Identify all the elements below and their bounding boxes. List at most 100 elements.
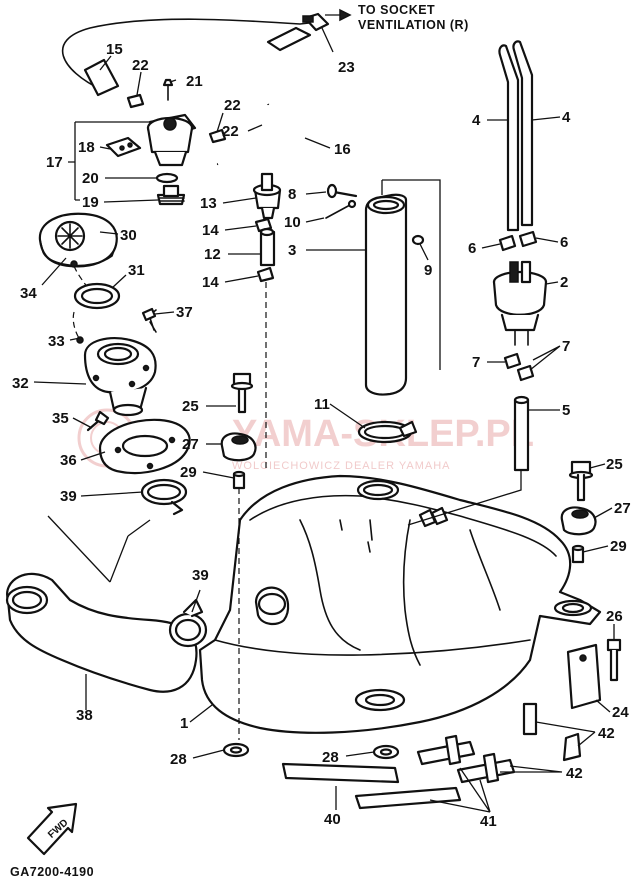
callout-15: 15 [106,41,123,58]
callout-32: 32 [12,375,29,392]
clamps-6 [498,230,538,252]
screw-37 [141,307,157,333]
callout-18: 18 [78,139,95,156]
bracket-24 [566,643,602,710]
neck-gasket-36 [98,418,191,475]
cap-gasket-31 [73,282,121,310]
breather-hose-16 [216,84,318,168]
callout-22c: 22 [222,123,239,140]
callout-9: 9 [424,262,432,279]
callout-40: 40 [324,811,341,828]
callout-27a: 27 [182,436,199,453]
callout-13: 13 [200,195,217,212]
bolt-26 [606,638,622,682]
bolt-25-right [568,460,594,502]
hose-clamp-39-lower [168,598,208,648]
callout-34: 34 [20,285,37,302]
callout-22a: 22 [132,57,149,74]
callout-labels: 15 22 21 23 22 22 16 18 17 20 19 13 8 10… [12,41,631,830]
callout-17: 17 [46,154,63,171]
collar-29-left [232,470,246,740]
note-line-2: VENTILATION (R) [358,18,469,32]
damper-27-right [560,506,597,536]
breather-valve-assembly-17 [105,113,197,206]
callout-39a: 39 [60,488,77,505]
callout-14b: 14 [202,274,219,291]
damper-pads-42 [522,702,582,762]
watermark-sub-text: WOLCIECHOWICZ DEALER YAMAHA [232,460,451,472]
damper-pads-41 [354,734,516,810]
callout-20: 20 [82,170,99,187]
joint-13-and-pipe-12 [252,172,282,470]
collar-29-right [571,544,585,564]
callout-3: 3 [288,242,296,259]
callout-28b: 28 [322,749,339,766]
note-line-1: TO SOCKET [358,3,435,17]
note-arrow-icon [339,8,352,22]
fwd-arrow-icon [26,802,78,856]
fwd-arrow: FWD [26,802,78,856]
hose-clamp-39-upper [140,478,188,516]
callout-2: 2 [560,274,568,291]
callout-16: 16 [334,141,351,158]
callout-5: 5 [562,402,570,419]
washer-28-right [372,744,400,760]
callout-25a: 25 [182,398,199,415]
callout-29b: 29 [610,538,627,555]
callout-25b: 25 [606,456,623,473]
callout-36: 36 [60,452,77,469]
clamps-7 [503,352,535,382]
band-11 [357,420,418,444]
callout-1: 1 [180,715,188,732]
callout-35: 35 [52,410,69,427]
washer-28-left [222,742,250,758]
fuel-tank-1 [198,474,602,734]
callout-4b: 4 [562,109,571,126]
filler-hose-38 [5,515,198,693]
filler-neck-32 [83,337,157,417]
callout-29a: 29 [180,464,197,481]
callout-23: 23 [338,59,355,76]
callout-38: 38 [76,707,93,724]
callout-33: 33 [48,333,65,350]
callout-7b: 7 [562,338,570,355]
callout-37: 37 [176,304,193,321]
callout-8: 8 [288,186,296,203]
callout-6b: 6 [560,234,568,251]
fuel-pipes-4 [498,40,534,232]
callout-12: 12 [204,246,221,263]
callout-7a: 7 [472,354,480,371]
damper-pad-40 [281,762,400,784]
callout-4a: 4 [472,112,481,129]
callout-26: 26 [606,608,623,625]
callout-24: 24 [612,704,629,721]
damper-27-left [220,432,257,462]
diagram-code: GA7200-4190 [10,865,94,879]
leader-lines [33,27,615,813]
vent-hose-15 [61,12,330,97]
fuel-cap-30 [38,212,118,297]
bolt-35 [86,410,110,432]
callout-19: 19 [82,194,99,211]
callout-10: 10 [284,214,301,231]
socket-ventilation-note: TO SOCKET VENTILATION (R) [325,3,469,32]
callout-30: 30 [120,227,137,244]
callout-42b: 42 [566,765,583,782]
bolt-25-left [230,372,254,414]
callout-21: 21 [186,73,203,90]
pipe-5 [407,395,530,526]
callout-22b: 22 [224,97,241,114]
callout-11: 11 [314,396,330,413]
fuel-pipe-3 [364,179,441,396]
callout-14a: 14 [202,222,219,239]
callout-6a: 6 [468,240,476,257]
callout-42a: 42 [598,725,615,742]
callout-27b: 27 [614,500,631,517]
callout-41: 41 [480,813,497,830]
callout-28a: 28 [170,751,187,768]
bolt-8-pin-10-washer-9 [325,183,425,246]
callout-31: 31 [128,262,145,279]
callout-39b: 39 [192,567,209,584]
